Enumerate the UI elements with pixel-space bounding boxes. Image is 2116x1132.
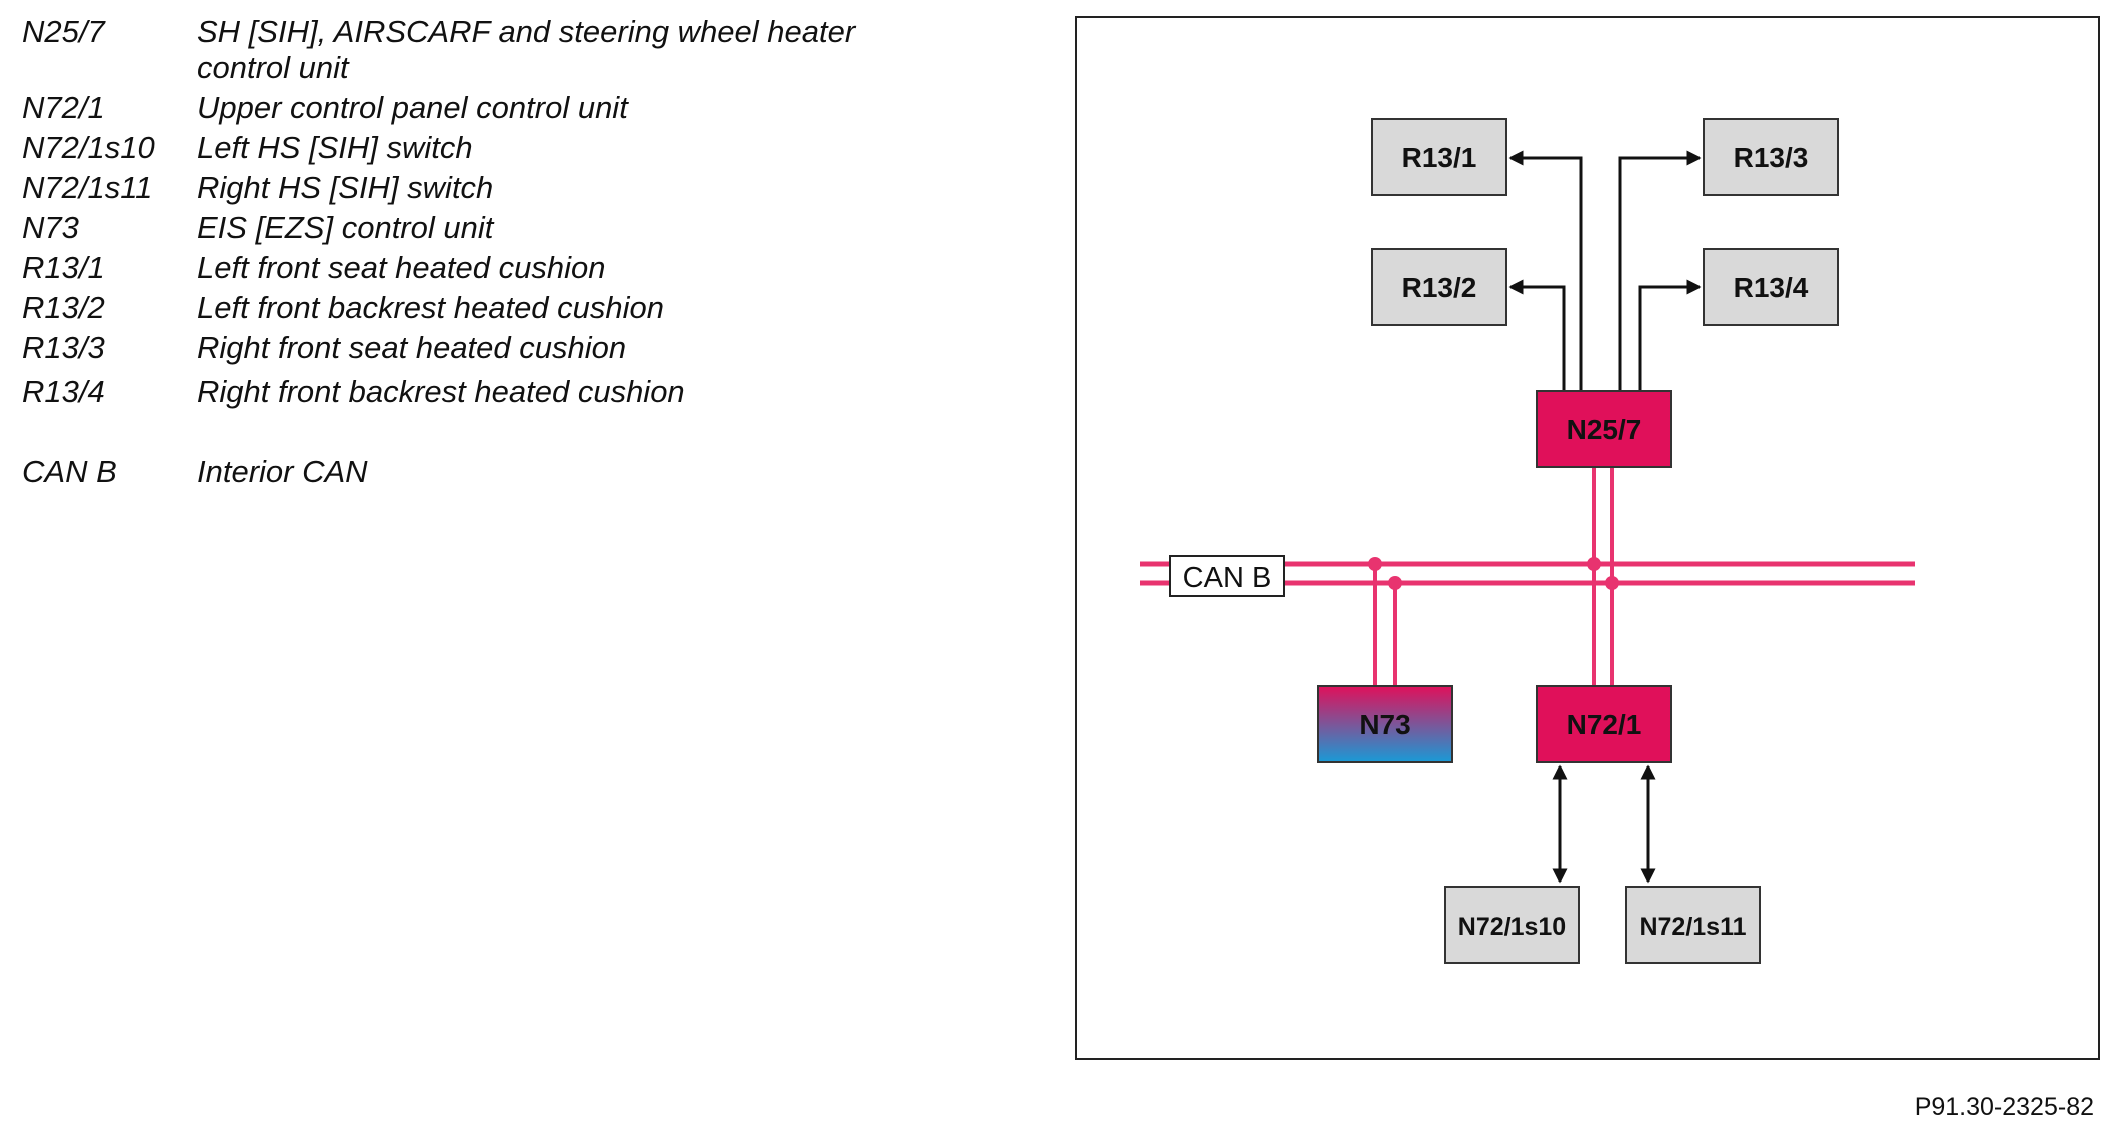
legend-item-r13-4: R13/4 Right front backrest heated cushio… [22, 374, 1022, 410]
node-n73-label: N73 [1359, 709, 1410, 740]
legend-code: N72/1s11 [22, 170, 153, 205]
node-n73-box [1317, 685, 1453, 763]
node-r13-4-label: R13/4 [1734, 272, 1809, 303]
legend-item-n73: N73 EIS [EZS] control unit [22, 210, 1022, 246]
legend-item-r13-2: R13/2 Left front backrest heated cushion [22, 290, 1022, 326]
legend-code: R13/4 [22, 374, 105, 409]
legend-code: R13/3 [22, 330, 105, 365]
node-r13-2-label: R13/2 [1402, 272, 1477, 303]
switch-wires [1552, 764, 1656, 884]
node-n72-1: N72/1 [1536, 685, 1672, 763]
node-r13-3-label: R13/3 [1734, 142, 1809, 173]
legend-item-n72-1s11: N72/1s11 Right HS [SIH] switch [22, 170, 1022, 206]
legend-description: Left front seat heated cushion [197, 250, 606, 285]
figure-code: P91.30-2325-82 [1914, 1093, 2094, 1121]
node-n72-1s10-box [1444, 886, 1580, 964]
legend-description: Right front seat heated cushion [197, 330, 627, 365]
node-n72-1-label: N72/1 [1567, 709, 1642, 740]
can-b-label-box: CAN B [1169, 555, 1285, 597]
legend-code: N73 [22, 210, 79, 245]
node-n25-7: N25/7 [1536, 390, 1672, 468]
wire-to-r13-1 [1508, 150, 1583, 391]
legend-description: SH [SIH], AIRSCARF and steering wheel he… [197, 14, 856, 85]
node-r13-1-label: R13/1 [1402, 142, 1477, 173]
junction-dot [1587, 557, 1601, 571]
legend-code: R13/2 [22, 290, 105, 325]
legend-description: Left front backrest heated cushion [197, 290, 665, 325]
wire-to-r13-3 [1618, 150, 1702, 391]
n73-bus-connection [1368, 557, 1402, 686]
legend-description: Right front backrest heated cushion [197, 374, 685, 409]
node-n25-7-box [1536, 390, 1672, 468]
node-n72-1s11-label: N72/1s11 [1639, 913, 1746, 941]
node-n72-1s10-label: N72/1s10 [1458, 913, 1566, 941]
node-n73: N73 [1317, 685, 1453, 763]
junction-dot [1368, 557, 1382, 571]
wire-to-r13-2 [1508, 279, 1566, 391]
legend-code: N72/1 [22, 90, 105, 125]
diagram-frame [1075, 16, 2100, 1060]
legend-description: EIS [EZS] control unit [197, 210, 494, 245]
legend-description: Upper control panel control unit [197, 90, 628, 125]
junction-dot [1388, 576, 1402, 590]
can-b-label: CAN B [1183, 562, 1272, 594]
legend: N25/7 SH [SIH], AIRSCARF and steering wh… [22, 14, 1022, 490]
node-r13-2: R13/2 [1371, 248, 1507, 326]
legend-item-r13-1: R13/1 Left front seat heated cushion [22, 250, 1022, 286]
node-r13-1-box [1371, 118, 1507, 196]
node-n72-1s11-box [1625, 886, 1761, 964]
legend-code: N25/7 [22, 14, 105, 49]
can-b-box [1169, 555, 1285, 597]
legend-item-can-b: CAN B Interior CAN [22, 454, 1022, 490]
wire-to-r13-4 [1638, 279, 1702, 391]
n25-n72-bus-connection [1587, 468, 1619, 686]
legend-item-r13-3: R13/3 Right front seat heated cushion [22, 330, 1022, 366]
legend-code: R13/1 [22, 250, 105, 285]
legend-item-n72-1s10: N72/1s10 Left HS [SIH] switch [22, 130, 1022, 166]
node-r13-3: R13/3 [1703, 118, 1839, 196]
node-n25-7-label: N25/7 [1567, 414, 1642, 445]
node-r13-2-box [1371, 248, 1507, 326]
node-n72-1s10: N72/1s10 [1444, 886, 1580, 964]
legend-code: CAN B [22, 454, 117, 489]
node-r13-1: R13/1 [1371, 118, 1507, 196]
heater-output-wires [1508, 150, 1702, 391]
legend-item-n25-7: N25/7 SH [SIH], AIRSCARF and steering wh… [22, 14, 1022, 86]
node-r13-4-box [1703, 248, 1839, 326]
node-r13-3-box [1703, 118, 1839, 196]
node-n72-1-box [1536, 685, 1672, 763]
legend-code: N72/1s10 [22, 130, 155, 165]
legend-description: Left HS [SIH] switch [197, 130, 473, 165]
node-r13-4: R13/4 [1703, 248, 1839, 326]
legend-item-n72-1: N72/1 Upper control panel control unit [22, 90, 1022, 126]
legend-description: Interior CAN [197, 454, 368, 489]
junction-dot [1605, 576, 1619, 590]
node-n72-1s11: N72/1s11 [1625, 886, 1761, 964]
legend-description: Right HS [SIH] switch [197, 170, 494, 205]
